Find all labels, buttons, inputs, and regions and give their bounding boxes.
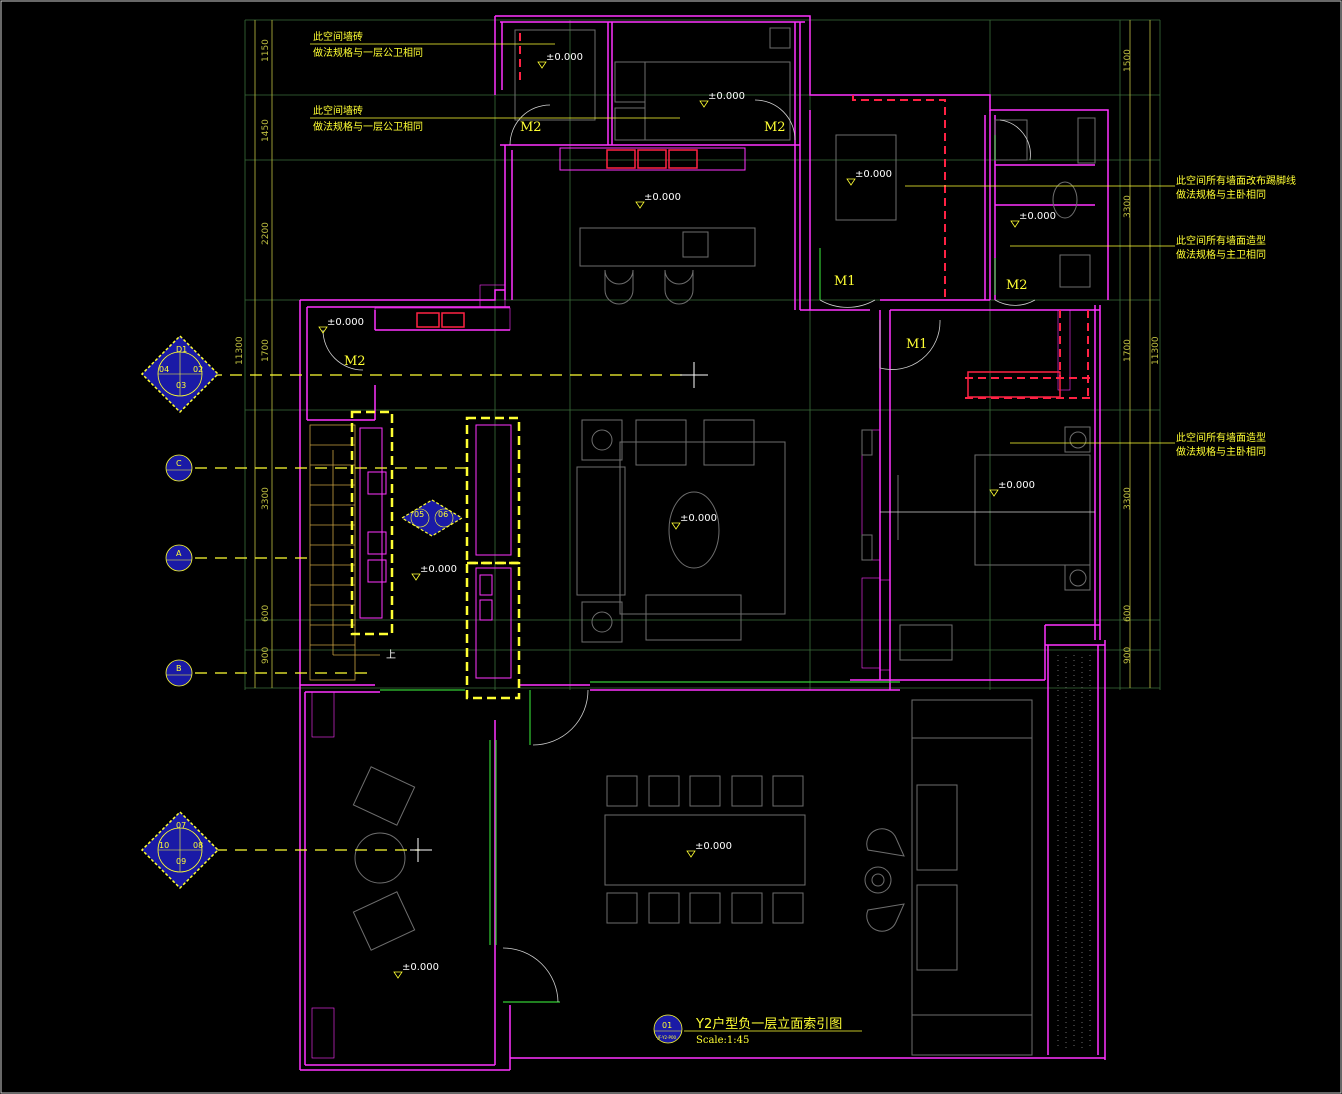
dim-right-6: 900	[1123, 647, 1133, 664]
elevation-marker-05[interactable]: 05 06	[400, 499, 464, 537]
terrace-dots	[1057, 655, 1091, 1050]
level-9: ±0.000	[420, 564, 457, 575]
note-leaders	[310, 43, 1175, 444]
dim-right-1: 1500	[1123, 49, 1133, 72]
dim-left-4: 1700	[261, 339, 271, 362]
dim-right-2: 3300	[1123, 195, 1133, 218]
section-marker-b[interactable]: B	[165, 659, 193, 687]
dim-left-2: 1450	[261, 119, 271, 142]
kitchen-cabinets-red	[416, 149, 1061, 398]
walls	[299, 15, 1109, 1071]
door-label-m1-b: M1	[906, 337, 928, 352]
note-5-line-2: 做法规格与主卧相同	[1176, 445, 1266, 458]
door-label-m2-c: M2	[344, 354, 366, 369]
door-label-m2-b: M2	[764, 120, 786, 135]
level-marks: ±0.000 ±0.000 ±0.000 ±0.000 ±0.000 ±0.00…	[318, 52, 1056, 979]
level-5: ±0.000	[1019, 211, 1056, 222]
dim-right-4: 3300	[1123, 487, 1133, 510]
door-label-m1-a: M1	[834, 274, 856, 289]
drawing-title-block: 01 -JF-Y2-P00 Y2户型负一层立面索引图 Scale:1:45	[653, 1014, 862, 1046]
level-2: ±0.000	[708, 91, 745, 102]
furniture	[352, 27, 1096, 1056]
dimensions-right: 1500 3300 1700 3300 600 900 11300	[1123, 49, 1161, 664]
note-1-line-1: 此空间墙砖	[313, 30, 363, 43]
kitchen-counter	[559, 147, 746, 171]
section-marker-a[interactable]: A	[165, 544, 193, 572]
note-4-line-2: 做法规格与主卫相同	[1176, 248, 1266, 261]
title-text: Y2户型负一层立面索引图	[695, 1016, 842, 1032]
marker-b-label: B	[176, 664, 182, 673]
marker-05-left: 05	[414, 510, 424, 519]
note-4-line-1: 此空间所有墙面造型	[1176, 234, 1266, 247]
note-2-line-2: 做法规格与一层公卫相同	[313, 120, 423, 133]
title-scale: Scale:1:45	[696, 1035, 749, 1046]
stair-label: 上	[386, 649, 396, 661]
tv-cabinets	[359, 424, 512, 679]
windows	[380, 135, 996, 1003]
level-3: ±0.000	[644, 192, 681, 203]
dim-left-total: 11300	[235, 336, 245, 365]
door-label-m2-a: M2	[520, 120, 542, 135]
dim-right-total: 11300	[1151, 336, 1161, 365]
marker-05-right: 06	[438, 510, 448, 519]
level-6: ±0.000	[327, 317, 364, 328]
dimensions-left: 1150 1450 2200 1700 3300 600 900 11300	[235, 39, 271, 664]
level-1: ±0.000	[546, 52, 583, 63]
view-arrows	[410, 362, 1095, 862]
marker-c-label: C	[176, 459, 182, 468]
note-1-line-2: 做法规格与一层公卫相同	[313, 46, 423, 59]
marker-d1-right: 02	[193, 365, 203, 374]
marker-07-left: 10	[159, 841, 169, 850]
marker-d1-top: D1	[176, 345, 187, 354]
note-5-line-1: 此空间所有墙面造型	[1176, 431, 1266, 444]
level-4: ±0.000	[855, 169, 892, 180]
marker-07-bottom: 09	[176, 857, 186, 866]
dim-right-5: 600	[1123, 605, 1133, 622]
section-lines	[195, 374, 690, 851]
staircase	[309, 424, 380, 681]
elevation-marker-d1[interactable]: D1 04 02 03	[140, 334, 220, 414]
elevation-marker-07[interactable]: 07 10 08 09	[140, 810, 220, 890]
level-7: ±0.000	[998, 480, 1035, 491]
yellow-dashed-cabinets	[350, 410, 521, 700]
note-2-line-1: 此空间墙砖	[313, 104, 363, 117]
note-3-line-1: 此空间所有墙面改布踢脚线	[1176, 174, 1296, 187]
section-marker-c[interactable]: C	[165, 454, 193, 482]
dim-left-1: 1150	[261, 39, 271, 62]
door-swings	[322, 99, 1036, 1003]
wall-hatches	[311, 284, 1071, 1059]
title-code: -JF-Y2-P00	[656, 1035, 677, 1040]
dim-left-6: 600	[261, 605, 271, 622]
title-number: 01	[662, 1021, 672, 1030]
dim-left-3: 2200	[261, 222, 271, 245]
dim-left-5: 3300	[261, 487, 271, 510]
red-dashed-lines	[519, 33, 1090, 399]
dimension-lines	[254, 20, 1151, 688]
dim-right-3: 1700	[1123, 339, 1133, 362]
marker-07-right: 08	[193, 841, 203, 850]
dim-left-7: 900	[261, 647, 271, 664]
note-3-line-2: 做法规格与主卧相同	[1176, 188, 1266, 201]
marker-d1-left: 04	[159, 365, 169, 374]
door-label-m2-d: M2	[1006, 278, 1028, 293]
level-10: ±0.000	[695, 841, 732, 852]
level-8: ±0.000	[680, 513, 717, 524]
marker-07-top: 07	[176, 821, 186, 830]
marker-a-label: A	[176, 549, 182, 558]
terrace-hatch	[1055, 660, 1095, 1050]
marker-d1-bottom: 03	[176, 381, 186, 390]
level-11: ±0.000	[402, 962, 439, 973]
